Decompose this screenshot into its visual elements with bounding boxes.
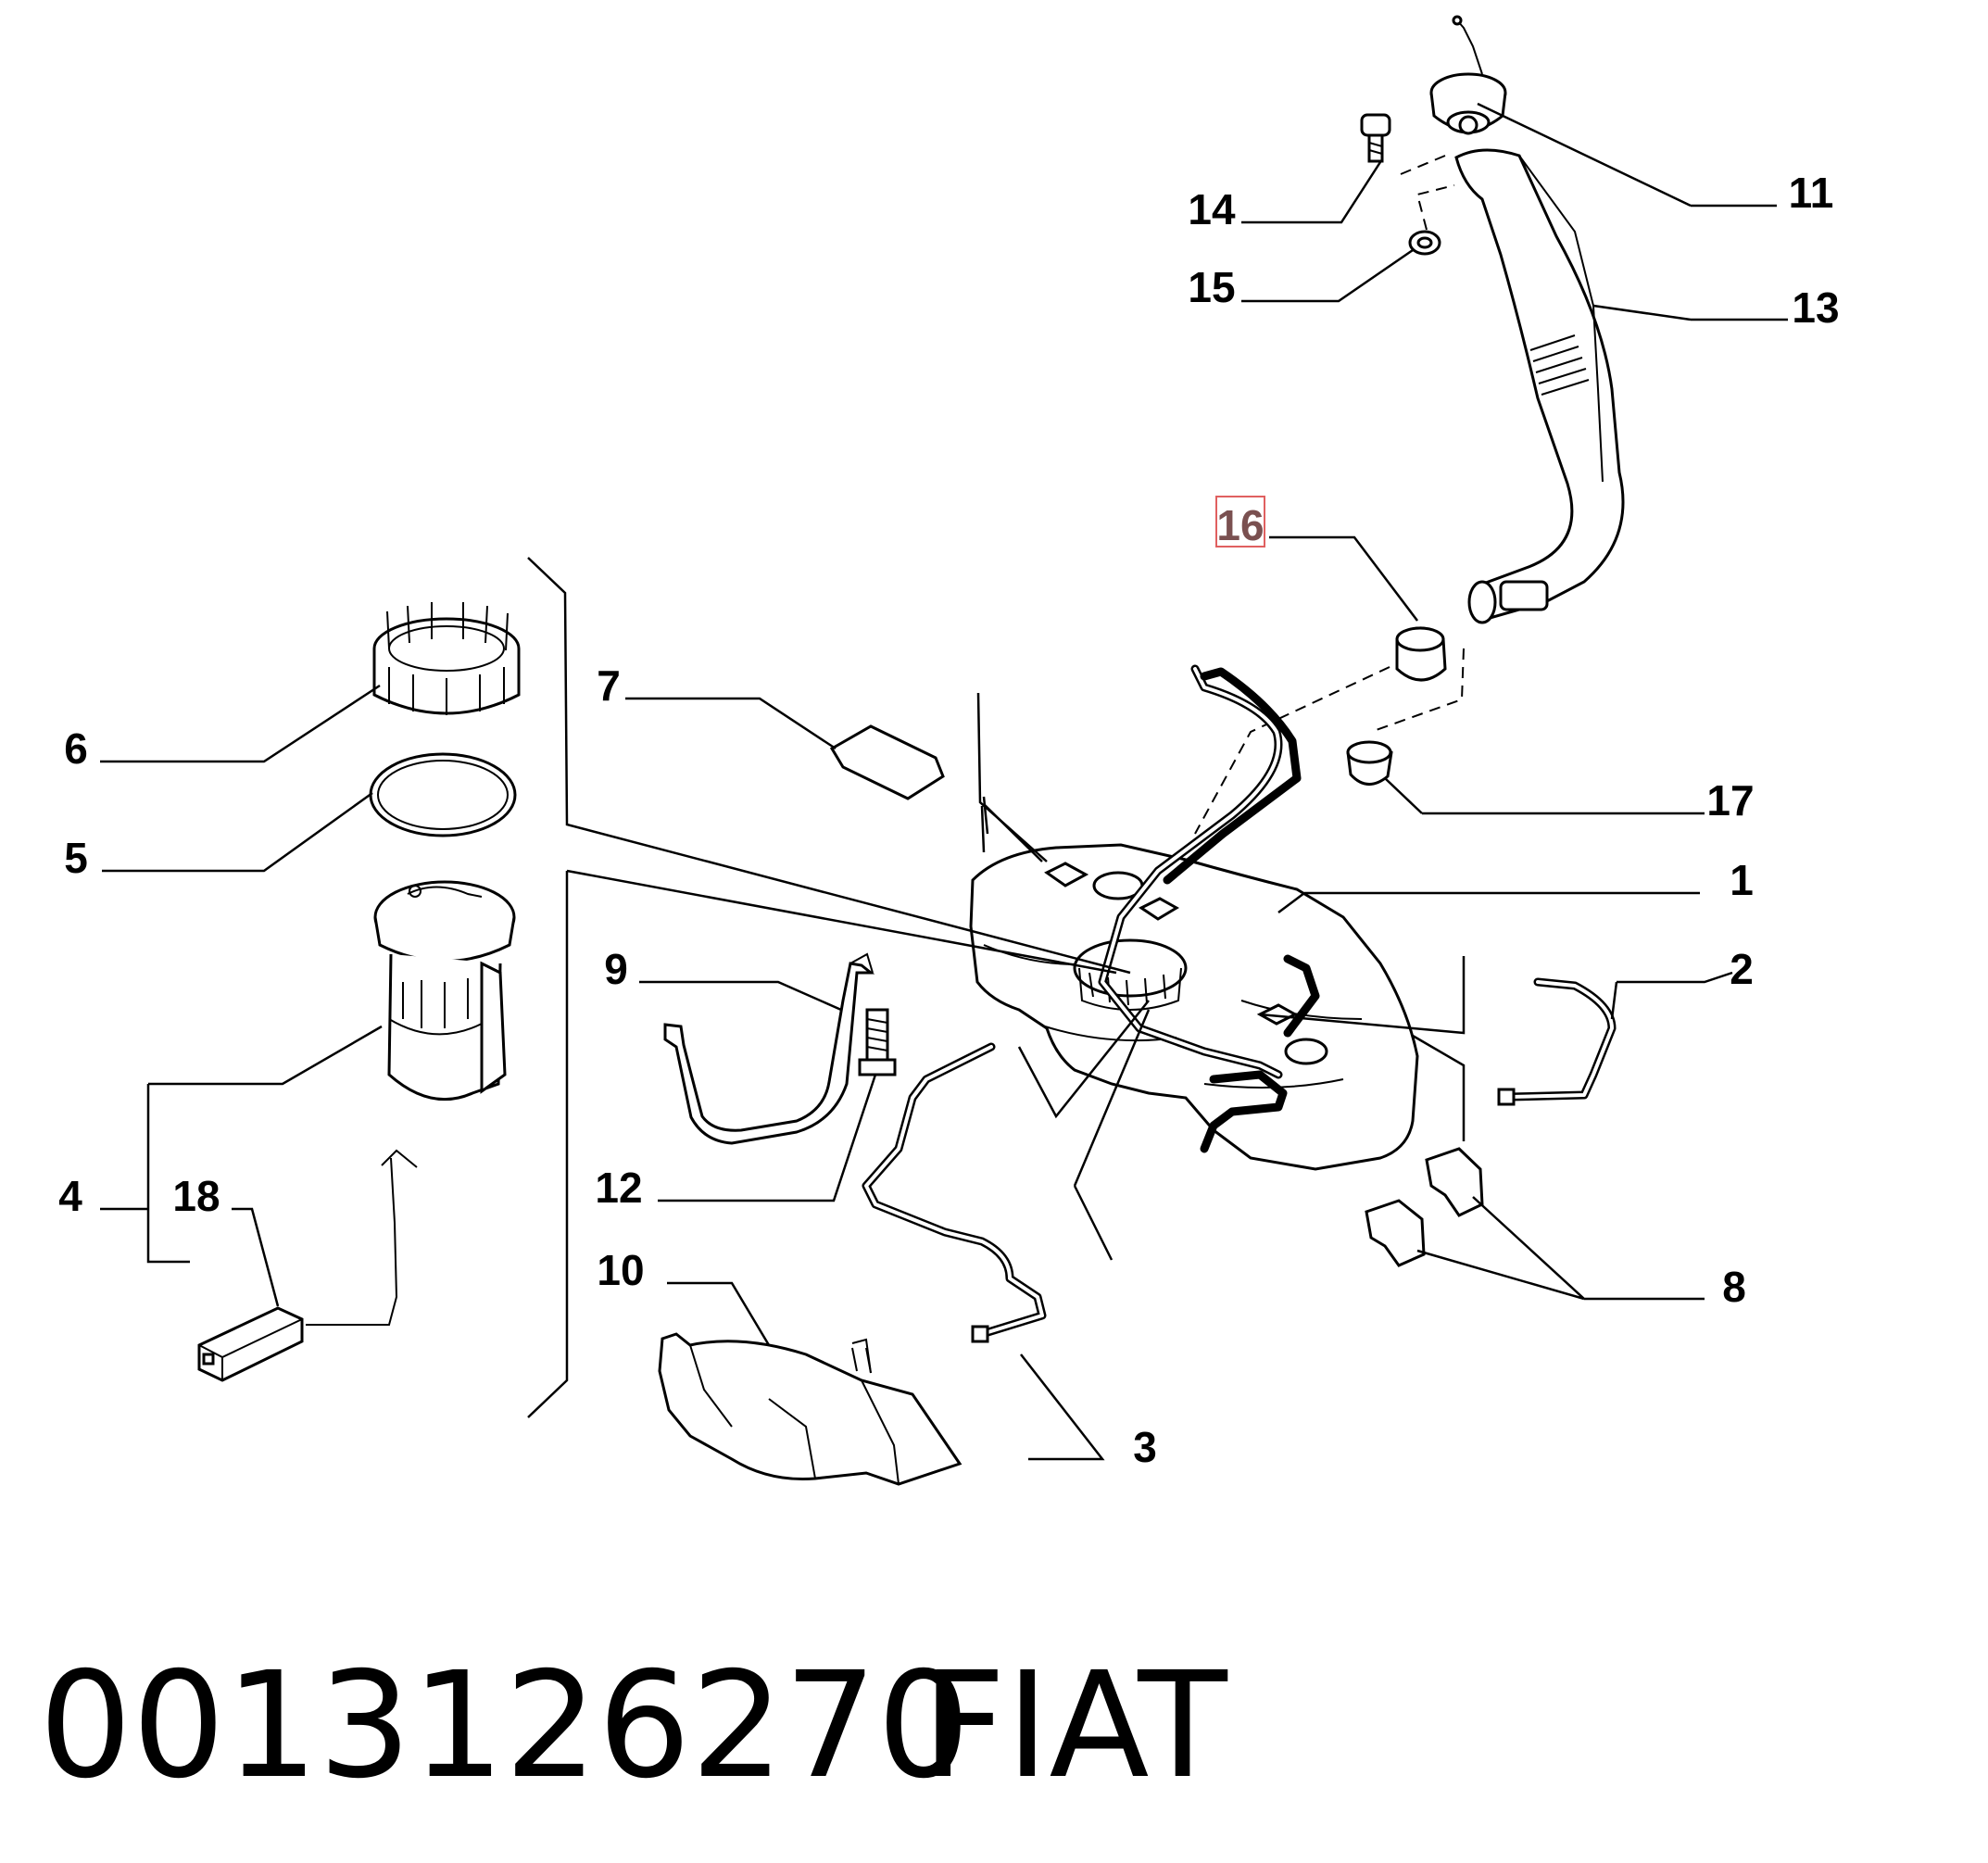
pipe-3 [862, 1042, 1047, 1343]
access-cover-7 [829, 724, 945, 800]
tank-hoses [1098, 664, 1320, 1153]
lock-ring-6 [372, 602, 521, 715]
callout-7: 7 [597, 661, 621, 710]
callout-12: 12 [595, 1164, 642, 1212]
callout-3: 3 [1133, 1423, 1157, 1471]
level-sender-18 [197, 1149, 418, 1382]
pipe-2 [1497, 977, 1617, 1106]
callout-14: 14 [1188, 185, 1236, 233]
callout-4: 4 [58, 1172, 82, 1220]
hose-clamp-16 [1395, 626, 1447, 682]
callout-8: 8 [1722, 1263, 1746, 1311]
brand-name: FIAT [922, 1641, 1227, 1811]
callout-18: 18 [172, 1172, 220, 1220]
clips-8 [1365, 1147, 1484, 1267]
callout-6: 6 [64, 724, 88, 773]
callout-10: 10 [597, 1246, 644, 1294]
callout-5: 5 [64, 834, 88, 882]
filler-neck-13 [1454, 148, 1625, 624]
assembly-line-neck [1194, 155, 1465, 835]
part-number: 0013126270 [39, 1641, 970, 1811]
callout-9: 9 [604, 945, 628, 993]
clamp-17 [1346, 740, 1393, 786]
callout-1: 1 [1730, 856, 1754, 904]
callout-16: 16 [1216, 501, 1264, 549]
callout-13: 13 [1792, 283, 1839, 332]
highlight-box [1215, 496, 1265, 548]
tank-strap-9 [663, 952, 875, 1145]
leader-lines [100, 102, 1788, 1461]
callout-2: 2 [1730, 945, 1754, 993]
fuel-pump-module-4 [373, 880, 516, 1101]
callout-11: 11 [1789, 169, 1834, 217]
nut-15 [1408, 230, 1441, 256]
callout-17: 17 [1706, 776, 1754, 825]
heat-shield-10 [658, 1332, 963, 1486]
callout-15: 15 [1188, 263, 1235, 311]
fuel-filler-cap [1429, 15, 1507, 135]
seal-ring-5 [369, 752, 517, 837]
bolt-12 [858, 1008, 897, 1076]
bolt-14 [1360, 113, 1391, 163]
